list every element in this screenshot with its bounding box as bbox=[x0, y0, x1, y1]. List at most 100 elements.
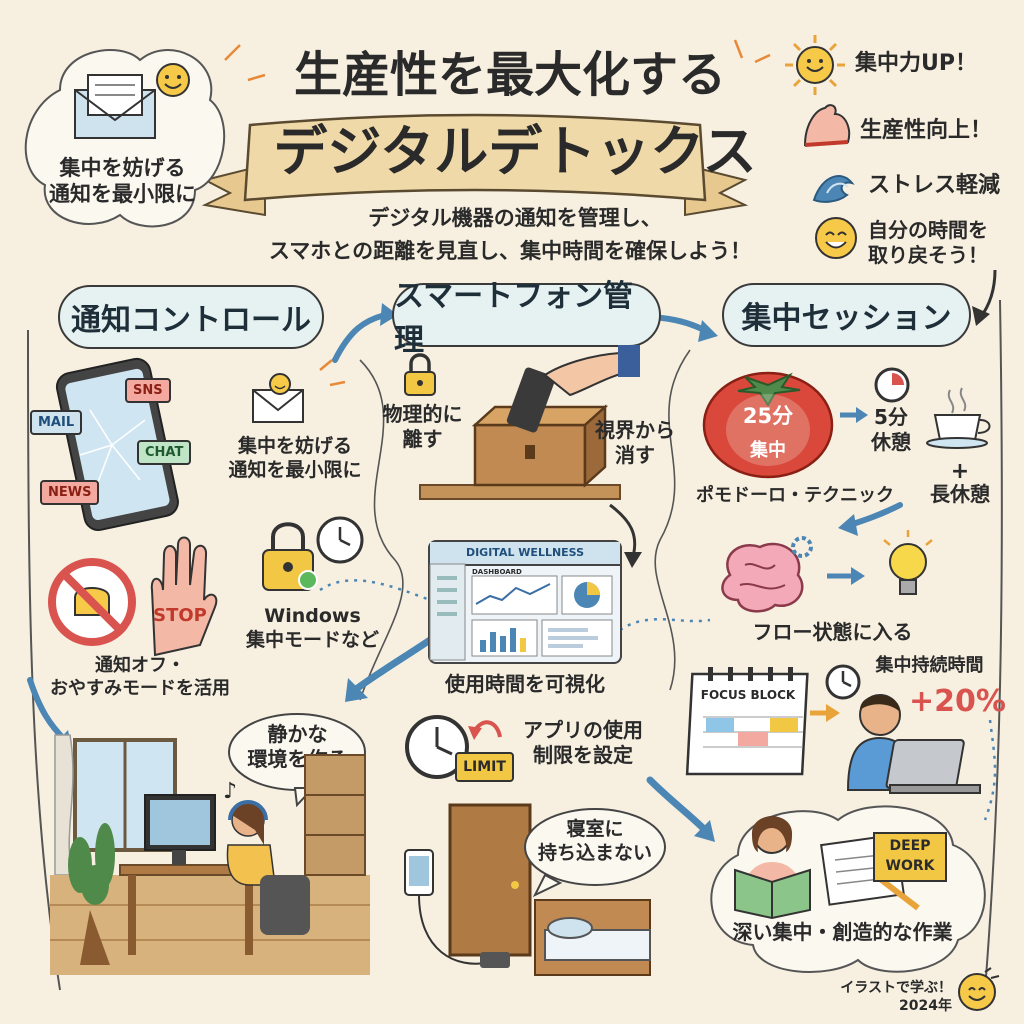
physical-distance-text: 物理的に 離す bbox=[375, 402, 470, 452]
lightbulb-icon bbox=[883, 530, 933, 595]
benefit-1: 集中力UP！ bbox=[855, 51, 977, 76]
stop-hand-icon bbox=[150, 536, 218, 657]
plus-sign: + bbox=[950, 459, 970, 484]
benefit-4: 自分の時間を 取り戻そう！ bbox=[868, 218, 1018, 268]
notif-minimize-line1: 集中を妨げる bbox=[237, 435, 352, 457]
flow-state-text: フロー状態に入る bbox=[752, 620, 913, 644]
tomato-label: 集中 bbox=[750, 440, 786, 461]
benefit-4-line2: 取り戻そう！ bbox=[868, 243, 988, 267]
benefit-2: 生産性向上！ bbox=[860, 118, 993, 143]
dashboard-title: DIGITAL WELLNESS bbox=[430, 542, 620, 566]
pomodoro-technique-text: ポモドーロ・テクニック bbox=[696, 485, 894, 506]
title-ribbon bbox=[201, 113, 749, 217]
notif-off-text: 通知オフ・ おやすみモードを活用 bbox=[30, 655, 250, 700]
windows-focus-text: Windows 集中モードなど bbox=[240, 605, 385, 653]
lock-clock-icon bbox=[262, 516, 364, 591]
title-line1: 生産性を最大化する bbox=[293, 47, 726, 103]
dashboard-widgets bbox=[429, 563, 613, 661]
app-limit-text: アプリの使用 制限を設定 bbox=[508, 718, 658, 768]
hide-line2: 消す bbox=[615, 443, 655, 467]
tomato-timer-icon bbox=[702, 371, 834, 479]
break-line1: 5分 bbox=[874, 405, 908, 429]
muscle-icon bbox=[803, 104, 851, 147]
chat-tag: CHAT bbox=[137, 440, 192, 465]
arrow-right-icon-2 bbox=[827, 567, 865, 585]
physical-line1: 物理的に bbox=[382, 402, 463, 426]
news-tag: NEWS bbox=[40, 480, 100, 505]
notif-off-line1: 通知オフ・ bbox=[95, 655, 185, 676]
benefit-4-line1: 自分の時間を bbox=[868, 218, 988, 242]
envelope-icon bbox=[74, 74, 156, 139]
mail-tag: MAIL bbox=[30, 410, 83, 435]
dashboard-sub: DASHBOARD bbox=[472, 568, 522, 576]
bedroom-line1: 寝室に bbox=[566, 818, 624, 840]
limit-badge: LIMIT bbox=[455, 752, 514, 782]
top-left-text: 集中を妨げる 通知を最小限に bbox=[40, 155, 205, 208]
title-line2: デジタルデトックス bbox=[273, 120, 757, 183]
tomato-time: 25分 bbox=[742, 404, 794, 428]
smile-icon bbox=[815, 217, 857, 259]
windows-line1: Windows bbox=[264, 605, 361, 627]
hide-line1: 視界から bbox=[595, 418, 675, 442]
arrow-right-orange-icon bbox=[810, 704, 840, 722]
deep-work-line1: DEEP bbox=[889, 838, 931, 854]
clock-icon bbox=[825, 664, 861, 700]
bell-off-icon bbox=[48, 558, 136, 646]
physical-line2: 離す bbox=[402, 427, 443, 451]
focus-duration-value: +20% bbox=[909, 684, 1006, 719]
subtitle-line1: デジタル機器の通知を管理し、 bbox=[368, 206, 662, 230]
section-notification: 通知コントロール bbox=[58, 285, 324, 349]
music-note-icon: ♪ bbox=[222, 779, 238, 804]
footer-line2: 2024年 bbox=[899, 997, 952, 1014]
bedroom-speech-bubble bbox=[524, 808, 666, 898]
focus-calendar-icon bbox=[685, 667, 809, 776]
bedroom-line2: 持ち込まない bbox=[537, 841, 652, 864]
smiley-icon bbox=[156, 63, 190, 97]
stop-label: STOP bbox=[153, 605, 207, 626]
focus-duration-label: 集中持続時間 bbox=[875, 655, 984, 676]
sun-icon bbox=[785, 35, 845, 95]
mail-smile-icon bbox=[252, 373, 304, 423]
deep-focus-caption: 深い集中・創造的な作業 bbox=[732, 920, 953, 944]
section-focus: 集中セッション bbox=[722, 283, 971, 347]
bedroom-text: 寝室に 持ち込まない bbox=[525, 818, 665, 866]
brain-icon bbox=[721, 536, 813, 613]
quiet-room-illustration bbox=[50, 734, 370, 975]
benefit-3: ストレス軽減 bbox=[868, 173, 1001, 198]
reading-person-illustration bbox=[734, 816, 811, 920]
bedroom-illustration bbox=[404, 803, 651, 976]
section-smartphone: スマートフォン管理 bbox=[392, 279, 661, 358]
small-clock-icon bbox=[874, 367, 910, 403]
notif-off-line2: おやすみモードを活用 bbox=[50, 677, 230, 699]
deep-work-sticker: DEEP WORK bbox=[873, 832, 947, 882]
padlock-icon bbox=[404, 353, 436, 396]
windows-line2: 集中モードなど bbox=[245, 628, 379, 651]
limit-line2: 制限を設定 bbox=[533, 743, 633, 767]
arrow-right-icon bbox=[840, 407, 868, 423]
top-left-line2: 通知を最小限に bbox=[49, 182, 196, 207]
limit-clock-icon bbox=[405, 715, 502, 779]
footer-text: イラストで学ぶ！ 2024年 bbox=[822, 980, 952, 1015]
deep-work-line2: WORK bbox=[885, 858, 935, 874]
wave-icon bbox=[812, 175, 855, 203]
phone-box-illustration bbox=[419, 345, 640, 500]
long-break-text: 長休憩 bbox=[930, 482, 990, 506]
notif-minimize-line2: 通知を最小限に bbox=[228, 458, 362, 481]
limit-line1: アプリの使用 bbox=[523, 718, 643, 742]
sns-tag: SNS bbox=[125, 378, 171, 403]
visualize-usage-text: 使用時間を可視化 bbox=[445, 672, 605, 696]
person-laptop-illustration bbox=[846, 694, 981, 794]
footer-line1: イラストで学ぶ！ bbox=[840, 980, 952, 996]
short-break-text: 5分 休憩 bbox=[860, 405, 922, 455]
digital-wellness-dashboard: DIGITAL WELLNESS DASHBOARD bbox=[428, 540, 622, 664]
subtitle-line2: スマホとの距離を見直し、集中時間を確保しよう！ bbox=[268, 239, 752, 263]
notif-minimize-text: 集中を妨げる 通知を最小限に bbox=[215, 435, 375, 483]
focus-block-label: FOCUS BLOCK bbox=[700, 688, 796, 702]
top-left-line1: 集中を妨げる bbox=[59, 156, 186, 180]
coffee-cup-icon bbox=[926, 387, 991, 449]
footer-smiley-icon bbox=[958, 967, 1000, 1011]
break-line2: 休憩 bbox=[871, 430, 911, 454]
hide-from-view-text: 視界から 消す bbox=[580, 418, 690, 468]
